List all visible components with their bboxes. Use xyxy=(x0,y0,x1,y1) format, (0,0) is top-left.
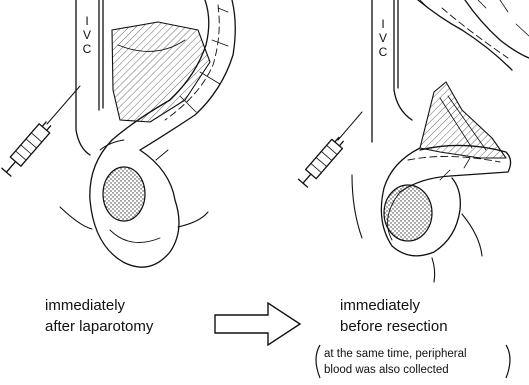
caption-right-line1: immediately xyxy=(340,295,420,316)
ivc-label-right: I V C xyxy=(379,17,388,59)
tumor-right xyxy=(384,185,432,241)
caption-left-line1: immediately xyxy=(45,295,125,316)
note-line1: at the same time, peripheral xyxy=(324,347,467,362)
caption-right-line2: before resection xyxy=(340,316,448,337)
svg-text:C: C xyxy=(379,45,388,59)
pelvic-outline-right xyxy=(352,175,362,238)
colon-mobilized xyxy=(418,0,529,70)
ivc-label: I V C xyxy=(83,14,92,56)
pelvic-outline xyxy=(60,207,92,229)
svg-text:I: I xyxy=(85,14,88,28)
mesentery xyxy=(112,22,210,122)
tumor xyxy=(103,167,145,221)
svg-text:I: I xyxy=(381,17,384,31)
svg-text:C: C xyxy=(83,42,92,56)
svg-text:V: V xyxy=(379,31,387,45)
note-bracket-left xyxy=(316,345,320,378)
ivc-vessel xyxy=(76,0,103,155)
note-bracket-right xyxy=(506,345,510,378)
right-arrow-icon xyxy=(215,303,300,345)
caption-left-line2: after laparotomy xyxy=(45,316,153,337)
note-line2: blood was also collected xyxy=(324,363,449,378)
left-panel-illustration: I V C xyxy=(1,0,235,267)
syringe-icon xyxy=(1,86,80,177)
right-panel-illustration: I V C xyxy=(298,0,529,282)
mesentery-right xyxy=(420,82,506,158)
ivc-vessel-right xyxy=(372,0,412,142)
svg-text:V: V xyxy=(83,28,91,42)
